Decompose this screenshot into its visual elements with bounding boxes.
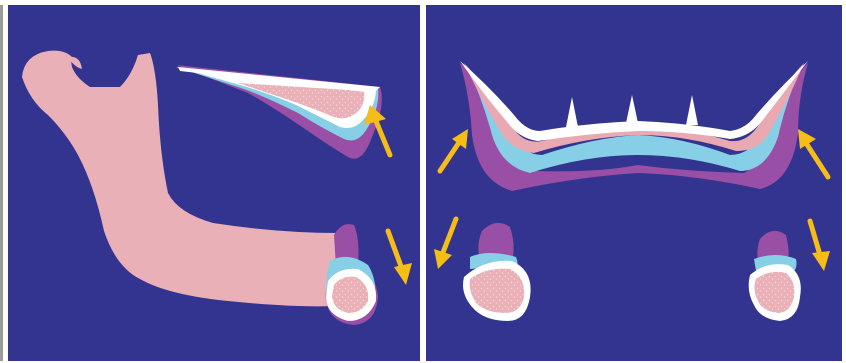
left-panel — [8, 5, 420, 361]
arrow-down-icon — [388, 231, 412, 285]
arrow-up-right-icon — [798, 129, 828, 177]
left-bone-cross-section — [463, 223, 531, 321]
left-panel-illustration — [8, 5, 420, 361]
arrow-down-left-icon — [434, 219, 456, 269]
right-bone-cross-section — [749, 231, 801, 321]
upper-layered-wedge — [176, 65, 382, 159]
left-frame-edge — [0, 5, 3, 361]
right-panel-illustration — [426, 5, 842, 361]
arrow-up-left-icon — [440, 129, 468, 171]
right-panel — [426, 5, 842, 361]
arrow-down-right-icon — [810, 221, 830, 271]
arch-cross-section — [460, 61, 808, 191]
